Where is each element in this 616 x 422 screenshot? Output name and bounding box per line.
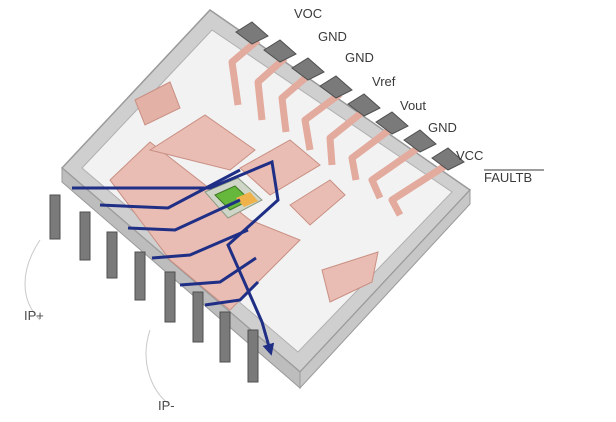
pin-label-vcc: VCC [456, 148, 483, 163]
ip-plus-label: IP+ [24, 308, 44, 323]
input-leads [49, 194, 259, 383]
pin-label-voc: VOC [294, 6, 322, 21]
input-current-path [109, 81, 379, 311]
current-flow-arrows [72, 159, 280, 356]
ip-labels: IP+ IP- [24, 239, 175, 413]
pin-label-vref: Vref [372, 74, 396, 89]
ip-minus-label: IP- [158, 398, 175, 413]
signal-traces [228, 37, 447, 217]
ip-plus-brace [24, 239, 41, 321]
signal-leads [235, 21, 465, 171]
ip-minus-brace [145, 329, 171, 406]
pin-label-gnd-3: GND [428, 120, 457, 135]
pin-labels: VOC GND GND Vref Vout GND VCC FAULTB [294, 6, 544, 185]
pin-label-faultb: FAULTB [484, 170, 532, 185]
pin-label-vout: Vout [400, 98, 426, 113]
pin-label-gnd-2: GND [345, 50, 374, 65]
pin-label-gnd-1: GND [318, 29, 347, 44]
